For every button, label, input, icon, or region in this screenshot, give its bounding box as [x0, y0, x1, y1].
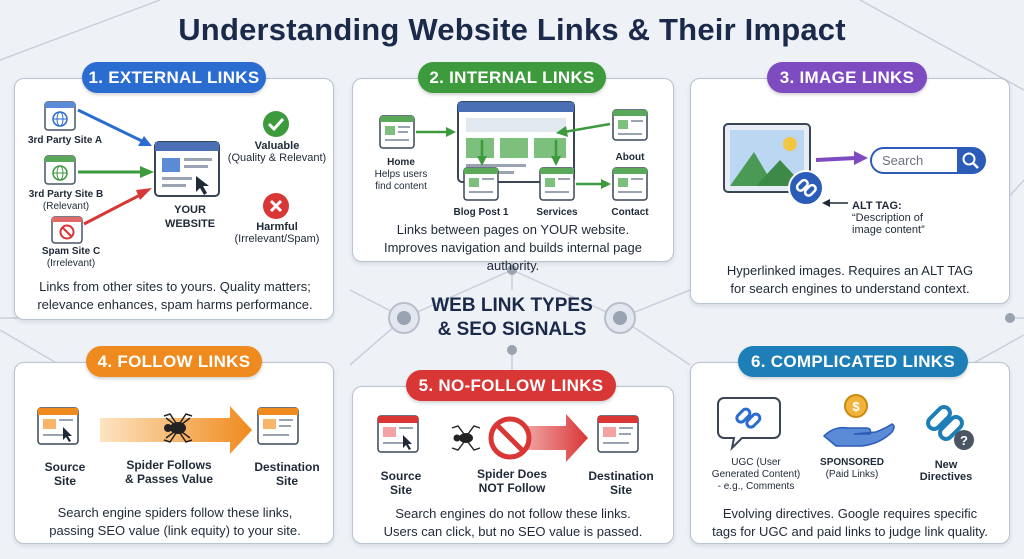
complicated-links-panel: [690, 362, 1010, 544]
browser-window-icon: [37, 407, 79, 445]
external-description: Links from other sites to yours. Quality…: [37, 279, 313, 312]
nofollow-description: Search engines do not follow these links…: [383, 506, 643, 539]
services-label: Services: [536, 207, 578, 218]
no-entry-icon: [488, 416, 532, 460]
speech-bubble-link-icon: [717, 397, 781, 452]
follow-diagram: [37, 406, 299, 454]
site-a-label: 3rd Party Site A: [27, 135, 103, 146]
ban-icon: [51, 216, 83, 244]
search-icon: [962, 152, 979, 169]
complicated-links-label: 6. COMPLICATED LINKS: [738, 346, 968, 377]
svg-text:$: $: [852, 399, 860, 414]
nofollow-links-label: 5. NO-FOLLOW LINKS: [406, 370, 616, 401]
alt-tag-arrow: [822, 199, 848, 207]
follow-links-label: 4. FOLLOW LINKS: [86, 346, 262, 377]
search-button[interactable]: [957, 148, 985, 173]
spider-icon: [163, 413, 193, 443]
external-links-label: 1. EXTERNAL LINKS: [82, 62, 266, 93]
site-b-label: 3rd Party Site B(Relevant): [28, 189, 104, 212]
blog-label: Blog Post 1: [453, 207, 509, 218]
external-diagram: [44, 101, 289, 244]
search-input[interactable]: Search: [870, 147, 986, 174]
sponsored-label: SPONSORED(Paid Links): [820, 457, 884, 480]
harmful-label: Harmful(Irrelevant/Spam): [234, 221, 320, 245]
nofollow-links-panel: [352, 386, 674, 544]
globe-icon: [44, 101, 76, 131]
check-circle-icon: [263, 111, 289, 137]
contact-label: Contact: [611, 207, 649, 218]
follow-spider-label: Spider Follows& Passes Value: [124, 458, 214, 486]
globe-icon: [44, 155, 76, 185]
chain-link-icon: [788, 170, 824, 206]
browser-window-icon: [257, 407, 299, 445]
valuable-label: Valuable(Quality & Relevant): [227, 140, 327, 164]
internal-description: Links between pages on YOUR website.Impr…: [383, 222, 642, 273]
follow-links-panel: [14, 362, 334, 544]
x-circle-icon: [263, 193, 289, 219]
follow-description: Search engine spiders follow these links…: [49, 505, 301, 538]
browser-window-icon: [377, 415, 419, 453]
about-label: About: [615, 152, 645, 163]
chain-question-icon: ?: [926, 405, 974, 450]
browser-window-icon: [597, 415, 639, 453]
browser-window-icon: [154, 141, 220, 197]
nofollow-diagram: [377, 414, 639, 462]
internal-diagram: [379, 101, 648, 201]
svg-text:?: ?: [960, 433, 968, 448]
hand-coin-icon: $: [822, 394, 895, 447]
complicated-description: Evolving directives. Google requires spe…: [712, 506, 988, 539]
site-c-label: Spam Site C(Irrelevant): [41, 246, 101, 269]
complicated-diagram: $ ?: [717, 394, 974, 452]
image-links-label: 3. IMAGE LINKS: [767, 62, 927, 93]
page-title: Understanding Website Links & Their Impa…: [178, 12, 846, 47]
spider-icon: [451, 425, 481, 451]
search-placeholder: Search: [882, 153, 924, 168]
image-diagram: [723, 123, 868, 206]
center-heading: WEB LINK TYPES& SEO SIGNALS: [431, 295, 593, 340]
internal-links-label: 2. INTERNAL LINKS: [418, 62, 606, 93]
